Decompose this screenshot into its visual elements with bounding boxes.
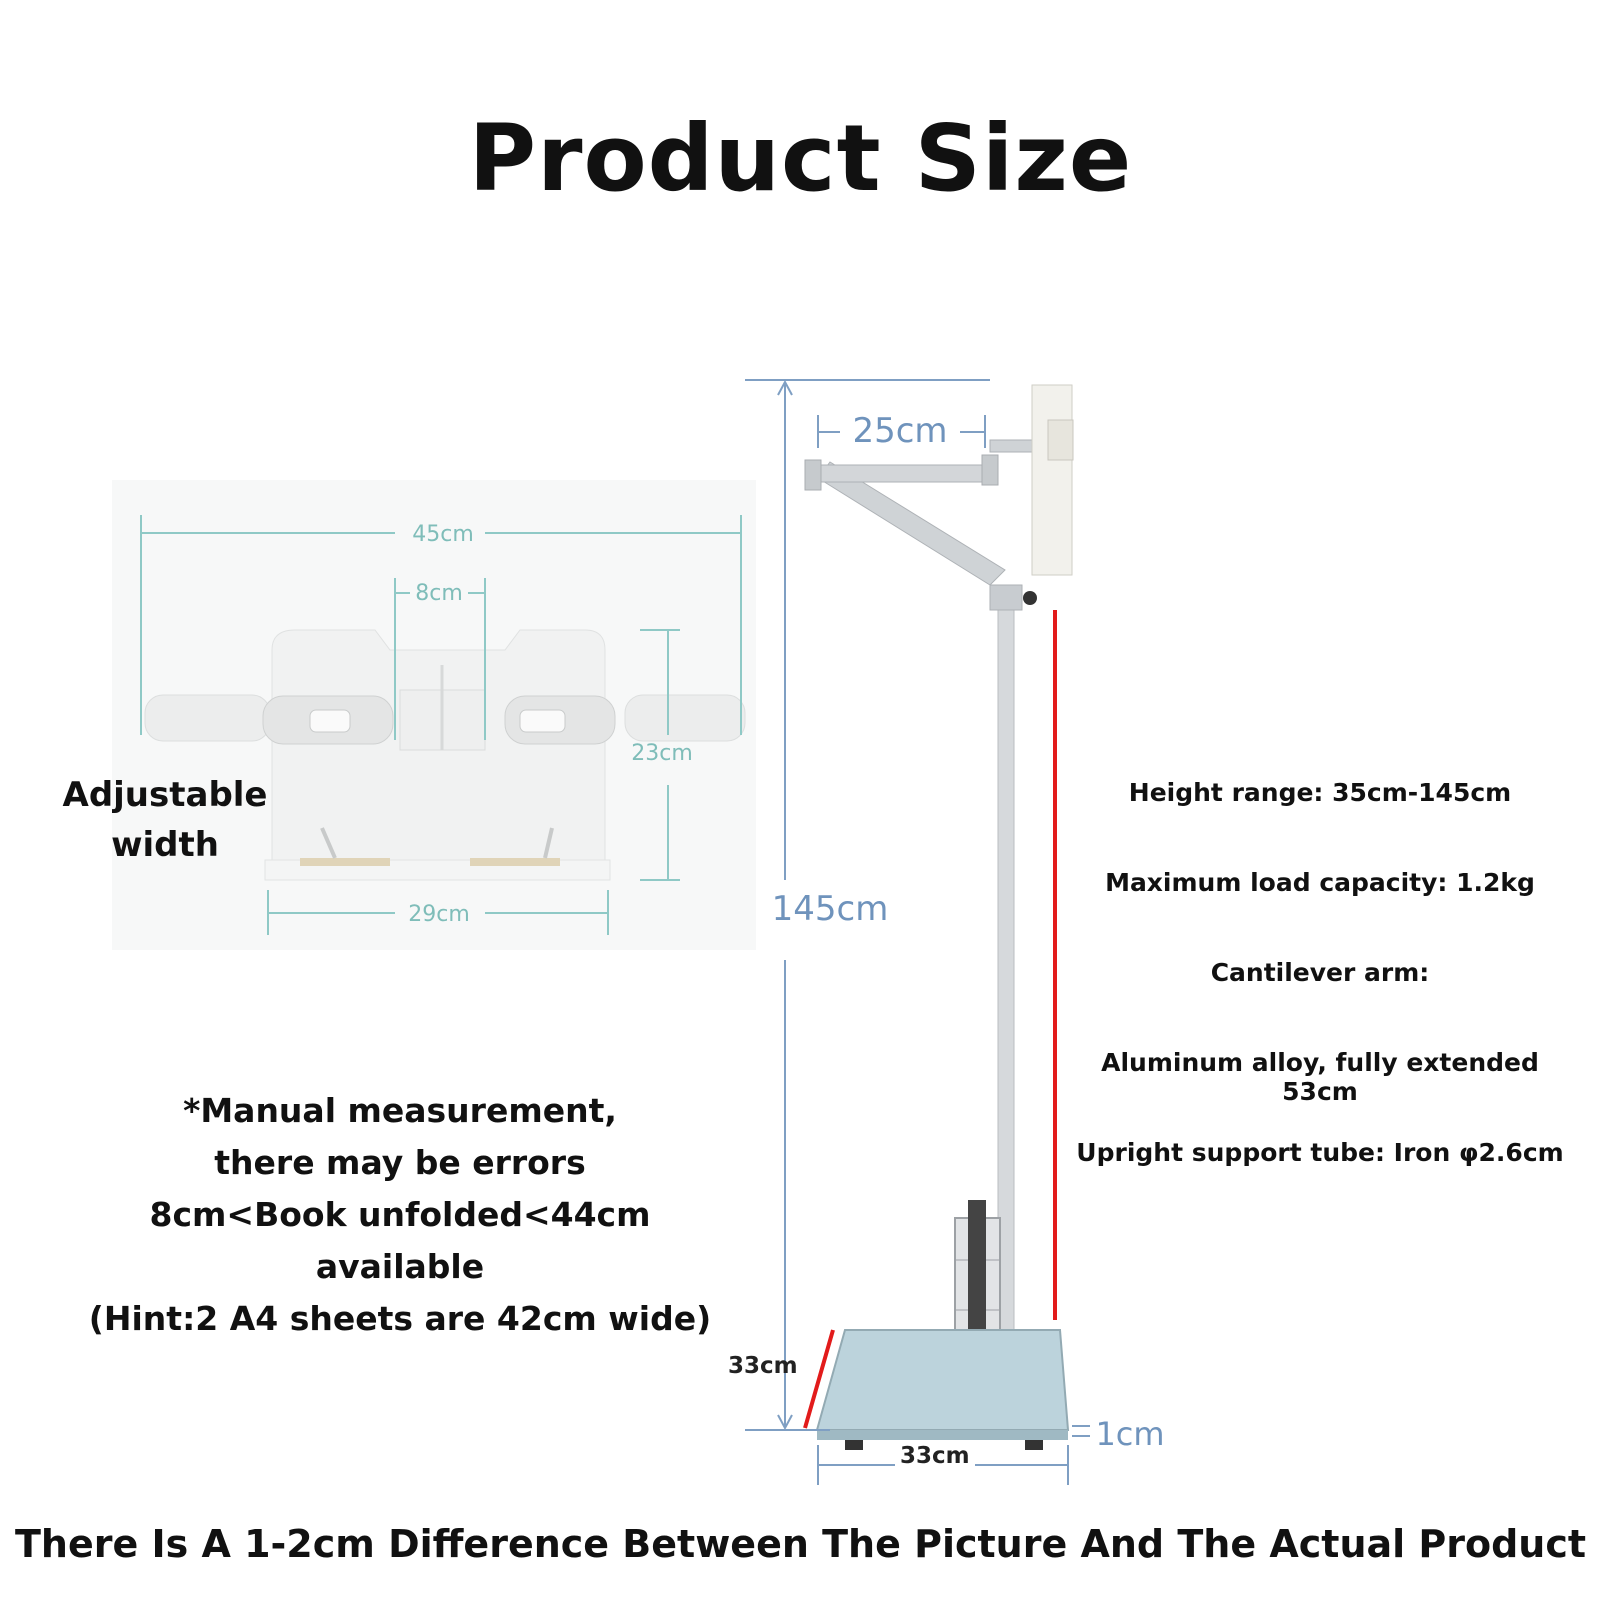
dim-23-label: 23cm — [631, 741, 693, 766]
width-line: width — [111, 825, 219, 865]
spec-max-load: Maximum load capacity: 1.2kg — [1105, 868, 1535, 897]
dim-1-label: 1cm — [1095, 1415, 1164, 1453]
dim-145-label: 145cm — [772, 889, 889, 929]
note-line-3: 8cm<Book unfolded<44cm available — [149, 1195, 651, 1286]
footer-disclaimer: There Is A 1-2cm Difference Between The … — [14, 1522, 1587, 1566]
manual-measurement-note: *Manual measurement, there may be errors… — [60, 1085, 740, 1345]
page-title: Product Size — [468, 105, 1133, 212]
book-holder-dimensions — [140, 515, 742, 935]
note-line-2: there may be errors — [214, 1143, 586, 1182]
stand-dimensions — [745, 379, 1090, 1485]
spec-height-range: Height range: 35cm-145cm — [1128, 778, 1512, 807]
dim-29-label: 29cm — [408, 902, 470, 927]
adjustable-width-label: Adjustable width — [55, 770, 275, 870]
note-line-1: *Manual measurement, — [183, 1091, 617, 1130]
spec-list: Height range: 35cm-145cm Maximum load ca… — [1060, 778, 1580, 1228]
dim-8-label: 8cm — [415, 581, 463, 606]
dim-33-depth-label: 33cm — [728, 1353, 798, 1379]
dim-45-label: 45cm — [412, 522, 474, 547]
spec-upright-tube: Upright support tube: Iron φ2.6cm — [1076, 1138, 1564, 1167]
note-line-4: (Hint:2 A4 sheets are 42cm wide) — [88, 1299, 712, 1338]
floor-stand-image — [804, 384, 1074, 1450]
dim-25-label: 25cm — [852, 411, 947, 451]
spec-aluminum-alloy: Aluminum alloy, fully extended 53cm — [1101, 1048, 1539, 1106]
book-holder-image — [144, 629, 746, 881]
adjustable-line: Adjustable — [62, 775, 268, 815]
spec-cantilever-arm: Cantilever arm: — [1210, 958, 1430, 987]
highlight-lines — [803, 610, 1057, 1429]
dim-33-width-label: 33cm — [900, 1443, 970, 1469]
